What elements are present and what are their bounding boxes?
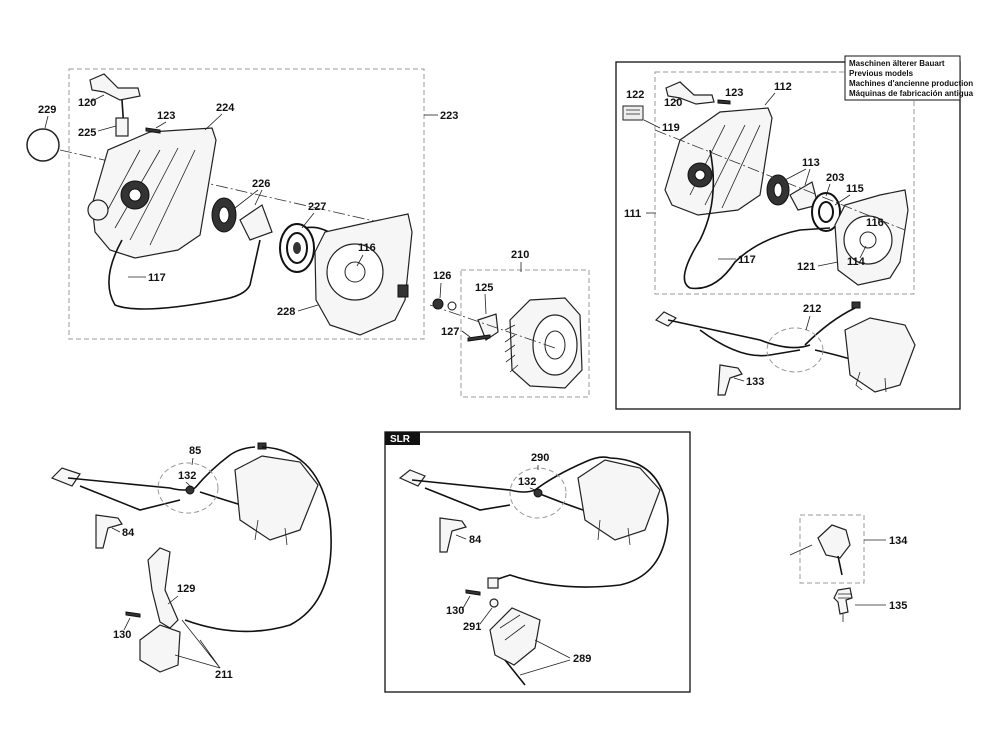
- part-label-p120a: 120: [78, 97, 96, 109]
- part-label-p126: 126: [433, 270, 451, 282]
- slr-assembly: [398, 456, 669, 686]
- part-label-p224: 224: [216, 102, 235, 114]
- part-label-p225: 225: [78, 127, 96, 139]
- switch-289: [489, 607, 541, 666]
- labels-wiring: 85 132 84 129 130 211: [111, 445, 233, 681]
- part-label-p115: 115: [846, 183, 864, 195]
- part-label-p228: 228: [277, 306, 295, 318]
- seal-ring-229: [26, 128, 60, 162]
- starter-housing-224: [91, 127, 217, 259]
- starter-assembly: [26, 73, 413, 336]
- part-label-p129: 129: [177, 583, 195, 595]
- part-label-p211: 211: [215, 669, 233, 681]
- part-label-p113: 113: [802, 157, 820, 169]
- part-label-p122: 122: [626, 89, 644, 101]
- part-label-p123a: 123: [157, 110, 175, 122]
- labels-previous-models: 122 120 123 112 119 113 203 115 111 116 …: [624, 81, 884, 388]
- labels-spark-plug: 134 135: [855, 535, 908, 612]
- flywheel-assembly: [429, 297, 583, 389]
- legend-line-3: Machines d'ancienne production: [849, 79, 973, 88]
- part-label-p125: 125: [475, 282, 493, 294]
- plug-boot-134: [817, 524, 851, 559]
- label-sticker-122: [622, 105, 644, 121]
- bracket-84b: [439, 517, 467, 553]
- part-label-p290: 290: [531, 452, 549, 464]
- legend-box: [844, 55, 961, 101]
- part-label-p134: 134: [889, 535, 908, 547]
- group-box-134: [799, 514, 865, 584]
- labels-top-left: 229 120 225 123 224 223 226 227 116 117 …: [38, 94, 458, 318]
- switch-box-211: [139, 624, 181, 673]
- starter-housing-112: [664, 107, 773, 216]
- part-label-p135: 135: [889, 600, 907, 612]
- part-label-p84b: 84: [469, 534, 482, 546]
- throttle-handle-129: [147, 547, 179, 629]
- spark-plug-135: [833, 587, 853, 615]
- tank-cover-left: [234, 455, 319, 541]
- part-label-p210: 210: [511, 249, 529, 261]
- part-label-p203: 203: [826, 172, 844, 184]
- bracket-133: [717, 364, 743, 396]
- group-box-210: [460, 269, 590, 398]
- part-label-p112: 112: [774, 81, 792, 93]
- part-label-p117a: 117: [148, 272, 166, 284]
- legend-line-1: Maschinen älterer Bauart: [849, 59, 945, 68]
- part-label-p85: 85: [189, 445, 201, 457]
- labels-slr: 290 132 84 130 291 289: [446, 452, 591, 676]
- part-label-p223: 223: [440, 110, 458, 122]
- part-label-p116b: 116: [866, 217, 884, 229]
- part-label-p132a: 132: [178, 470, 196, 482]
- part-label-p226: 226: [252, 178, 270, 190]
- part-label-p123b: 123: [725, 87, 743, 99]
- bracket-84a: [95, 514, 123, 549]
- part-label-p291: 291: [463, 621, 481, 633]
- starter-handle-120: [89, 73, 141, 101]
- group-box-111: [654, 71, 915, 295]
- spark-plug-assembly: [789, 524, 853, 622]
- pawl-125: [477, 313, 499, 341]
- part-label-p130a: 130: [113, 629, 131, 641]
- part-label-p229: 229: [38, 104, 56, 116]
- group-box-223: [68, 68, 425, 340]
- part-label-p119: 119: [662, 122, 680, 134]
- previous-models-assembly: [622, 81, 916, 396]
- tank-cover-right: [844, 317, 916, 393]
- legend-line-4: Máquinas de fabricación antigua: [849, 89, 974, 98]
- tank-cover-slr: [577, 459, 661, 541]
- part-label-p116a: 116: [358, 242, 376, 254]
- part-label-p111: 111: [624, 208, 641, 220]
- part-label-p120b: 120: [664, 97, 682, 109]
- starter-rope-117: [108, 239, 261, 310]
- part-label-p130b: 130: [446, 605, 464, 617]
- slr-frame: [384, 431, 691, 693]
- part-label-p117b: 117: [738, 254, 756, 266]
- part-label-p127: 127: [441, 326, 459, 338]
- part-label-p84a: 84: [122, 527, 135, 539]
- part-label-p121: 121: [797, 261, 815, 273]
- part-label-p289: 289: [573, 653, 591, 665]
- wiring-assembly: [50, 442, 332, 673]
- slr-tag: SLR: [390, 434, 411, 445]
- legend-line-2: Previous models: [849, 69, 914, 78]
- part-label-p114: 114: [847, 256, 866, 268]
- labels-flywheel: 210 126 125 127: [433, 249, 529, 338]
- part-label-p133: 133: [746, 376, 764, 388]
- previous-models-frame: [615, 61, 961, 410]
- part-label-p227: 227: [308, 201, 326, 213]
- slr-tag-bg: [385, 432, 420, 445]
- part-label-p212: 212: [803, 303, 821, 315]
- part-label-p132b: 132: [518, 476, 536, 488]
- starter-rope-117b: [683, 149, 831, 290]
